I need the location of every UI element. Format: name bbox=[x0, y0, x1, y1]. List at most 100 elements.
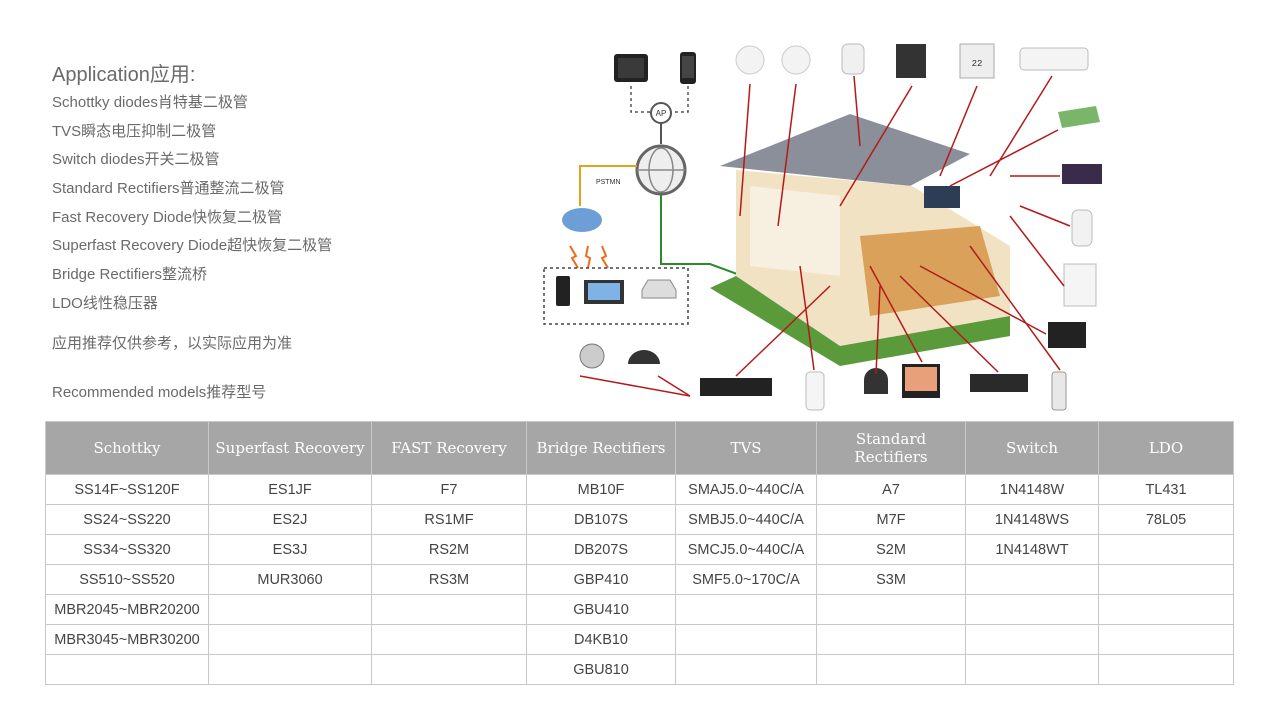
table-cell bbox=[965, 594, 1099, 625]
motion-sensor-icon bbox=[841, 43, 865, 75]
table-cell: SMCJ5.0~440C/A bbox=[675, 534, 817, 565]
table-cell: DB107S bbox=[526, 504, 676, 535]
wall-switch-icon bbox=[896, 44, 926, 78]
table-cell: D4KB10 bbox=[526, 624, 676, 655]
telephone-icon bbox=[641, 279, 677, 299]
table-cell: GBU410 bbox=[526, 594, 676, 625]
touch-panel-icon bbox=[1058, 106, 1100, 128]
table-cell: F7 bbox=[371, 474, 527, 505]
table-cell: GBP410 bbox=[526, 564, 676, 595]
application-title: Application应用: bbox=[52, 64, 196, 86]
table-cell bbox=[1098, 534, 1234, 565]
table-cell: ES1JF bbox=[208, 474, 372, 505]
table-cell bbox=[965, 564, 1099, 595]
table-cell: SS34~SS320 bbox=[45, 534, 209, 565]
switch-panel-icon bbox=[1062, 164, 1102, 184]
table-cell: SMF5.0~170C/A bbox=[675, 564, 817, 595]
application-item: Schottky diodes肖特基二极管 bbox=[52, 94, 248, 111]
table-cell bbox=[371, 594, 527, 625]
table-cell bbox=[1098, 564, 1234, 595]
table-cell bbox=[675, 594, 817, 625]
svg-text:PSTMN: PSTMN bbox=[596, 179, 621, 186]
house-roof bbox=[720, 114, 970, 186]
table-cell: 78L05 bbox=[1098, 504, 1234, 535]
table-row: MBR2045~MBR20200 GBU410 bbox=[45, 594, 1234, 625]
table-cell: MBR2045~MBR20200 bbox=[45, 594, 209, 625]
table-row: MBR3045~MBR30200 D4KB10 bbox=[45, 624, 1234, 655]
table-cell bbox=[371, 654, 527, 685]
gateway-icon bbox=[864, 368, 888, 394]
table-cell: 1N4148W bbox=[965, 474, 1099, 505]
table-cell bbox=[208, 654, 372, 685]
table-cell: 1N4148WT bbox=[965, 534, 1099, 565]
smart-home-illustration: AP PSTMN 22 bbox=[543, 43, 1102, 411]
table-cell: SS510~SS520 bbox=[45, 564, 209, 595]
table-cell: 1N4148WS bbox=[965, 504, 1099, 535]
recommended-models-heading: Recommended models推荐型号 bbox=[52, 384, 267, 401]
table-cell: SMAJ5.0~440C/A bbox=[675, 474, 817, 505]
table-cell: ES2J bbox=[208, 504, 372, 535]
column-header: FAST Recovery bbox=[371, 421, 527, 475]
column-header: Bridge Rectifiers bbox=[526, 421, 676, 475]
table-cell: MUR3060 bbox=[208, 564, 372, 595]
column-header: Superfast Recovery bbox=[208, 421, 372, 475]
table-cell: M7F bbox=[816, 504, 966, 535]
column-header: Standard Rectifiers bbox=[816, 421, 966, 475]
application-item: Bridge Rectifiers整流桥 bbox=[52, 266, 208, 284]
svg-text:AP: AP bbox=[656, 109, 667, 118]
column-header: Schottky bbox=[45, 421, 209, 475]
table-cell: TL431 bbox=[1098, 474, 1234, 505]
pir-sensor-icon bbox=[1071, 209, 1093, 247]
application-list: Schottky diodes肖特基二极管 TVS瞬态电压抑制二极管 Switc… bbox=[52, 90, 332, 320]
table-cell bbox=[816, 624, 966, 655]
remote-control-icon bbox=[1051, 371, 1067, 411]
column-header: TVS bbox=[675, 421, 817, 475]
control-screen-icon bbox=[1048, 322, 1086, 348]
door-sensor-icon bbox=[1063, 263, 1097, 307]
table-cell bbox=[208, 594, 372, 625]
network-switch-icon bbox=[700, 378, 772, 396]
application-item: Standard Rectifiers普通整流二极管 bbox=[52, 180, 285, 198]
smoke-detector-icon bbox=[735, 45, 765, 75]
table-cell bbox=[965, 624, 1099, 655]
svg-text:22: 22 bbox=[972, 59, 983, 69]
table-cell: GBU810 bbox=[526, 654, 676, 685]
phone-icon bbox=[556, 276, 570, 306]
table-cell: SS14F~SS120F bbox=[45, 474, 209, 505]
column-header: LDO bbox=[1098, 421, 1234, 475]
table-cell bbox=[675, 624, 817, 655]
table-cell: RS2M bbox=[371, 534, 527, 565]
table-cell bbox=[1098, 594, 1234, 625]
table-cell bbox=[816, 654, 966, 685]
table-cell: RS1MF bbox=[371, 504, 527, 535]
application-item: Superfast Recovery Diode超快恢复二极管 bbox=[52, 237, 333, 255]
application-item: Switch diodes开关二极管 bbox=[52, 151, 220, 169]
table-cell bbox=[208, 624, 372, 655]
table-row: GBU810 bbox=[45, 654, 1234, 685]
table-cell bbox=[1098, 624, 1234, 655]
dvr-box-icon bbox=[970, 374, 1028, 392]
ptz-camera-icon bbox=[579, 343, 605, 369]
column-header: Switch bbox=[965, 421, 1099, 475]
table-cell: A7 bbox=[816, 474, 966, 505]
smoke-detector-icon bbox=[781, 45, 811, 75]
table-cell bbox=[45, 654, 209, 685]
table-cell: MBR3045~MBR30200 bbox=[45, 624, 209, 655]
thermostat-icon bbox=[959, 43, 995, 79]
table-cell bbox=[816, 594, 966, 625]
table-cell: S2M bbox=[816, 534, 966, 565]
table-cell: MB10F bbox=[526, 474, 676, 505]
application-item: Fast Recovery Diode快恢复二极管 bbox=[52, 208, 283, 226]
table-cell: DB207S bbox=[526, 534, 676, 565]
table-cell bbox=[965, 654, 1099, 685]
table-cell bbox=[371, 624, 527, 655]
table-cell: SS24~SS220 bbox=[45, 504, 209, 535]
table-cell: RS3M bbox=[371, 564, 527, 595]
table-cell: ES3J bbox=[208, 534, 372, 565]
